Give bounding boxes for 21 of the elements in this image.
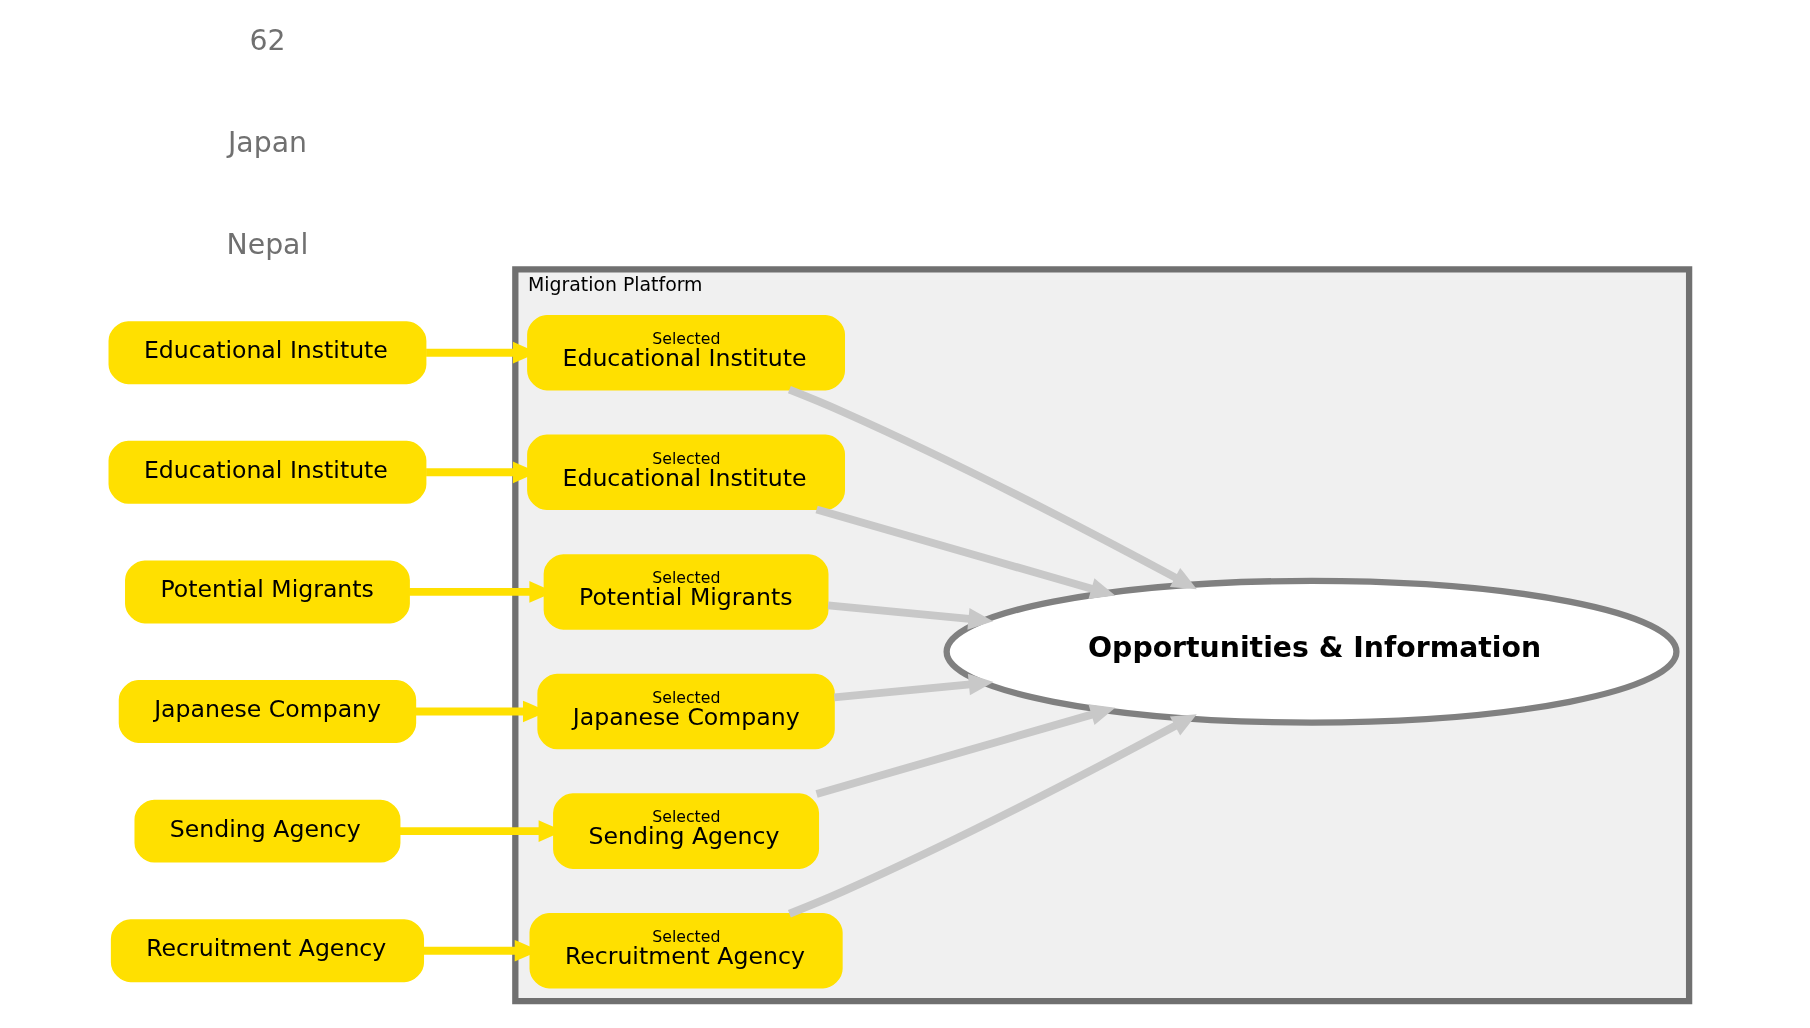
label: 62: [248, 23, 285, 57]
node-box: Selected Recruitment Agency: [529, 912, 843, 989]
node-box: Recruitment Agency: [110, 919, 424, 983]
arrow: [787, 714, 1197, 918]
node-box: Educational Institute: [108, 440, 426, 504]
node-box: Selected Sending Agency: [552, 793, 819, 869]
node-box: Potential Migrants: [124, 560, 410, 624]
node-box: Educational Institute: [108, 321, 426, 385]
node-box: Selected Educational Institute: [526, 434, 845, 511]
node-box: Selected Potential Migrants: [543, 554, 828, 630]
arrow: [827, 601, 993, 630]
node-box: Selected Educational Institute: [526, 314, 845, 391]
arrow: [787, 386, 1197, 590]
node-box: Selected Japanese Company: [536, 673, 835, 750]
label: Nepal: [226, 228, 308, 262]
arrow: [815, 704, 1115, 798]
node-box: Japanese Company: [118, 680, 416, 743]
label: Japan: [227, 125, 307, 159]
arrow: [815, 505, 1115, 600]
node-box: Sending Agency: [133, 799, 400, 863]
arrow: [833, 673, 994, 702]
